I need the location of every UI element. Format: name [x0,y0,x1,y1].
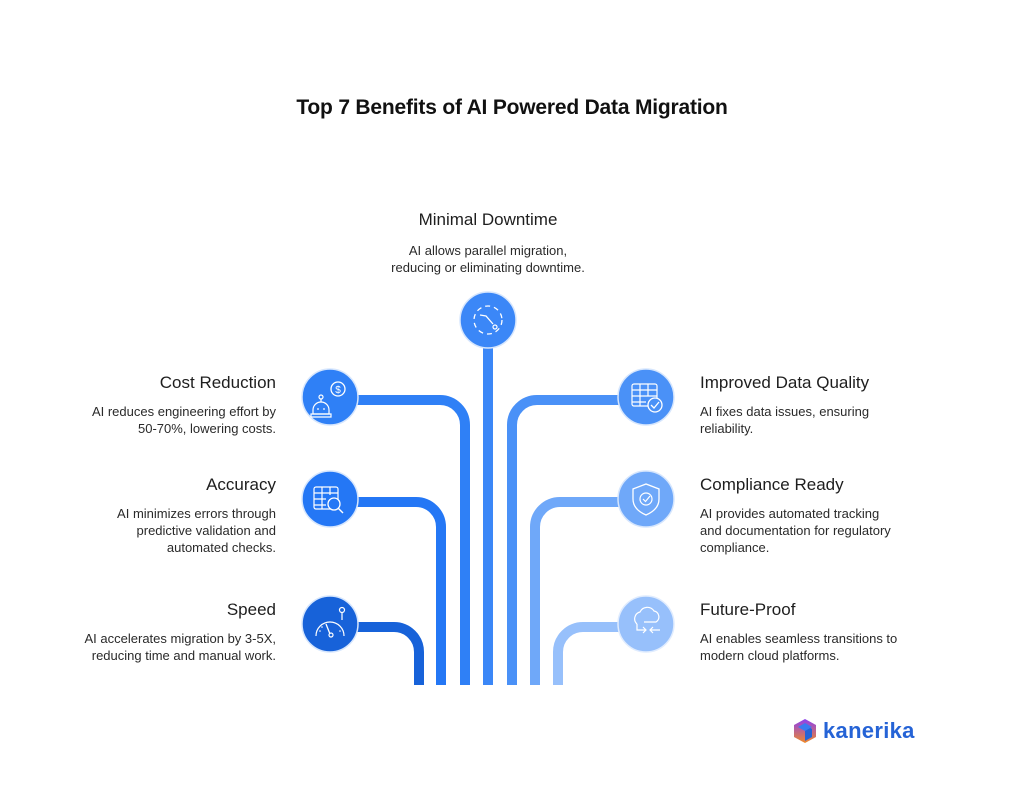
benefit-description-line: modern cloud platforms. [700,648,840,663]
benefit-description-line: AI allows parallel migration, [408,243,568,258]
benefit-description-line: reducing time and manual work. [91,648,276,663]
brand-logo: kanerika [793,718,915,744]
benefit-description-line: and documentation for regulatory [700,523,891,538]
benefit-future-proof: Future-Proof AI enables seamless transit… [700,600,960,664]
connector-compliance [530,497,621,685]
page-title: Top 7 Benefits of AI Powered Data Migrat… [296,96,728,119]
robot-dollar-icon: $ [301,368,359,426]
shield-check-icon [617,470,675,528]
benefit-description-line: reliability. [700,421,754,436]
benefit-heading: Accuracy [206,475,276,494]
benefit-heading: Speed [226,600,276,619]
benefit-improved-data-quality: Improved Data Quality AI fixes data issu… [700,373,960,437]
connector-speed [355,622,424,685]
benefit-minimal-downtime: Minimal Downtime AI allows parallel migr… [338,210,638,276]
benefit-description-line: 50-70%, lowering costs. [137,421,276,436]
benefit-description-line: reducing or eliminating downtime. [391,260,585,275]
connector-future-proof [553,622,621,685]
cloud-transfer-icon [617,595,675,653]
clock-timer-icon [459,291,517,349]
benefit-cost-reduction: Cost Reduction AI reduces engineering ef… [40,373,276,437]
table-search-icon [301,470,359,528]
svg-text:$: $ [335,385,341,396]
connector-data-quality [507,395,621,685]
benefit-description-line: automated checks. [166,540,276,555]
connector-accuracy [355,497,446,685]
benefit-description-line: AI provides automated tracking [700,506,880,521]
benefit-description-line: AI accelerates migration by 3-5X, [84,631,276,646]
benefit-speed: Speed AI accelerates migration by 3-5X, … [40,600,276,664]
benefit-accuracy: Accuracy AI minimizes errors through pre… [40,475,276,556]
benefit-description-line: AI reduces engineering effort by [91,404,276,419]
benefit-description-line: AI enables seamless transitions to [700,631,898,646]
benefit-heading: Minimal Downtime [418,210,558,229]
table-check-icon [617,368,675,426]
benefit-heading: Compliance Ready [700,475,844,494]
benefit-description-line: predictive validation and [136,523,276,538]
benefit-compliance-ready: Compliance Ready AI provides automated t… [700,475,960,556]
speedometer-icon [301,595,359,653]
benefit-description-line: AI fixes data issues, ensuring [700,404,870,419]
benefit-description-line: AI minimizes errors through [117,506,276,521]
benefit-heading: Cost Reduction [159,373,276,392]
brand-name: kanerika [823,718,915,743]
benefit-heading: Future-Proof [700,600,796,619]
connector-cost-reduction [355,395,470,685]
benefit-description-line: compliance. [700,540,770,555]
cube-logo-icon [794,719,816,743]
benefit-heading: Improved Data Quality [700,373,870,392]
